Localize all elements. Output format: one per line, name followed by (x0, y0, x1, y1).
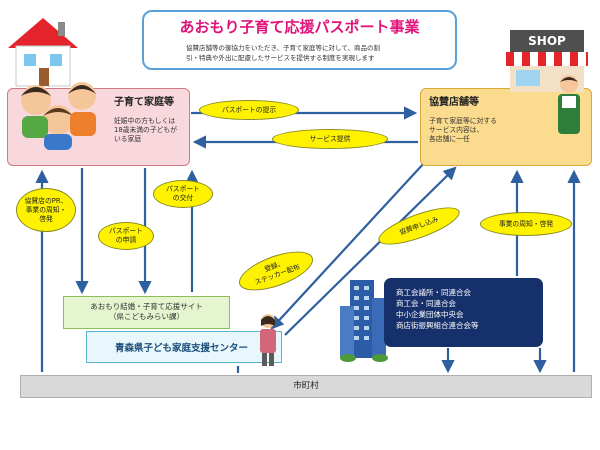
shop-sign: SHOP (510, 30, 584, 52)
shopkeeper-icon (558, 75, 580, 134)
association-item: 商工会議所・同連合会 (396, 288, 471, 297)
title-description: 協賛店舗等の御協力をいただき、子育て家庭等に対して、商品の割 引・特典や外出に配… (186, 44, 381, 62)
house-icon (8, 18, 78, 87)
label-passport-apply: パスポート の申請 (98, 222, 154, 250)
label-business-promo: 事業の周知・啓発 (480, 212, 572, 236)
office-buildings-icon (340, 280, 388, 362)
label-passport-issue: パスポート の交付 (153, 180, 213, 208)
family-people-icon (21, 82, 96, 150)
support-center-box: 青森県子ども家庭支援センター (86, 331, 282, 363)
arrow-sponsor-apply (284, 166, 457, 336)
association-item: 商工会・同連合会 (396, 299, 456, 308)
page-title: あおもり子育て応援パスポート事業 (179, 18, 420, 36)
family-title: 子育て家庭等 (114, 97, 174, 108)
association-item: 中小企業団体中央会 (396, 310, 464, 319)
municipality-bar: 市町村 (20, 375, 592, 398)
municipality-label: 市町村 (293, 381, 319, 391)
association-item: 商店街振興組合連合会等 (396, 321, 479, 330)
shop-description: 子育て家庭等に対する サービス内容は、 各店舗に一任 (429, 117, 497, 143)
associations-box: 商工会議所・同連合会 商工会・同連合会 中小企業団体中央会 商店街振興組合連合会… (384, 278, 543, 347)
label-service: サービス提供 (272, 129, 388, 149)
staff-woman-icon (260, 314, 276, 366)
support-center-name: 青森県子ども家庭支援センター (115, 343, 249, 354)
support-website-box: あおもり結婚・子育て応援サイト （県こどもみらい課） (63, 296, 230, 329)
title-box: あおもり子育て応援パスポート事業 協賛店舗等の御協力をいただき、子育て家庭等に対… (142, 10, 457, 70)
family-description: 妊娠中の方もしくは 18歳未満の子どもが いる家庭 (114, 117, 178, 143)
shop-title: 協賛店舗等 (429, 97, 479, 108)
label-passport-present: パスポートの提示 (199, 100, 299, 120)
arrow-registration (270, 161, 426, 330)
label-pr: 協賛店のPR、 事業の周知・ 啓発 (16, 188, 76, 232)
